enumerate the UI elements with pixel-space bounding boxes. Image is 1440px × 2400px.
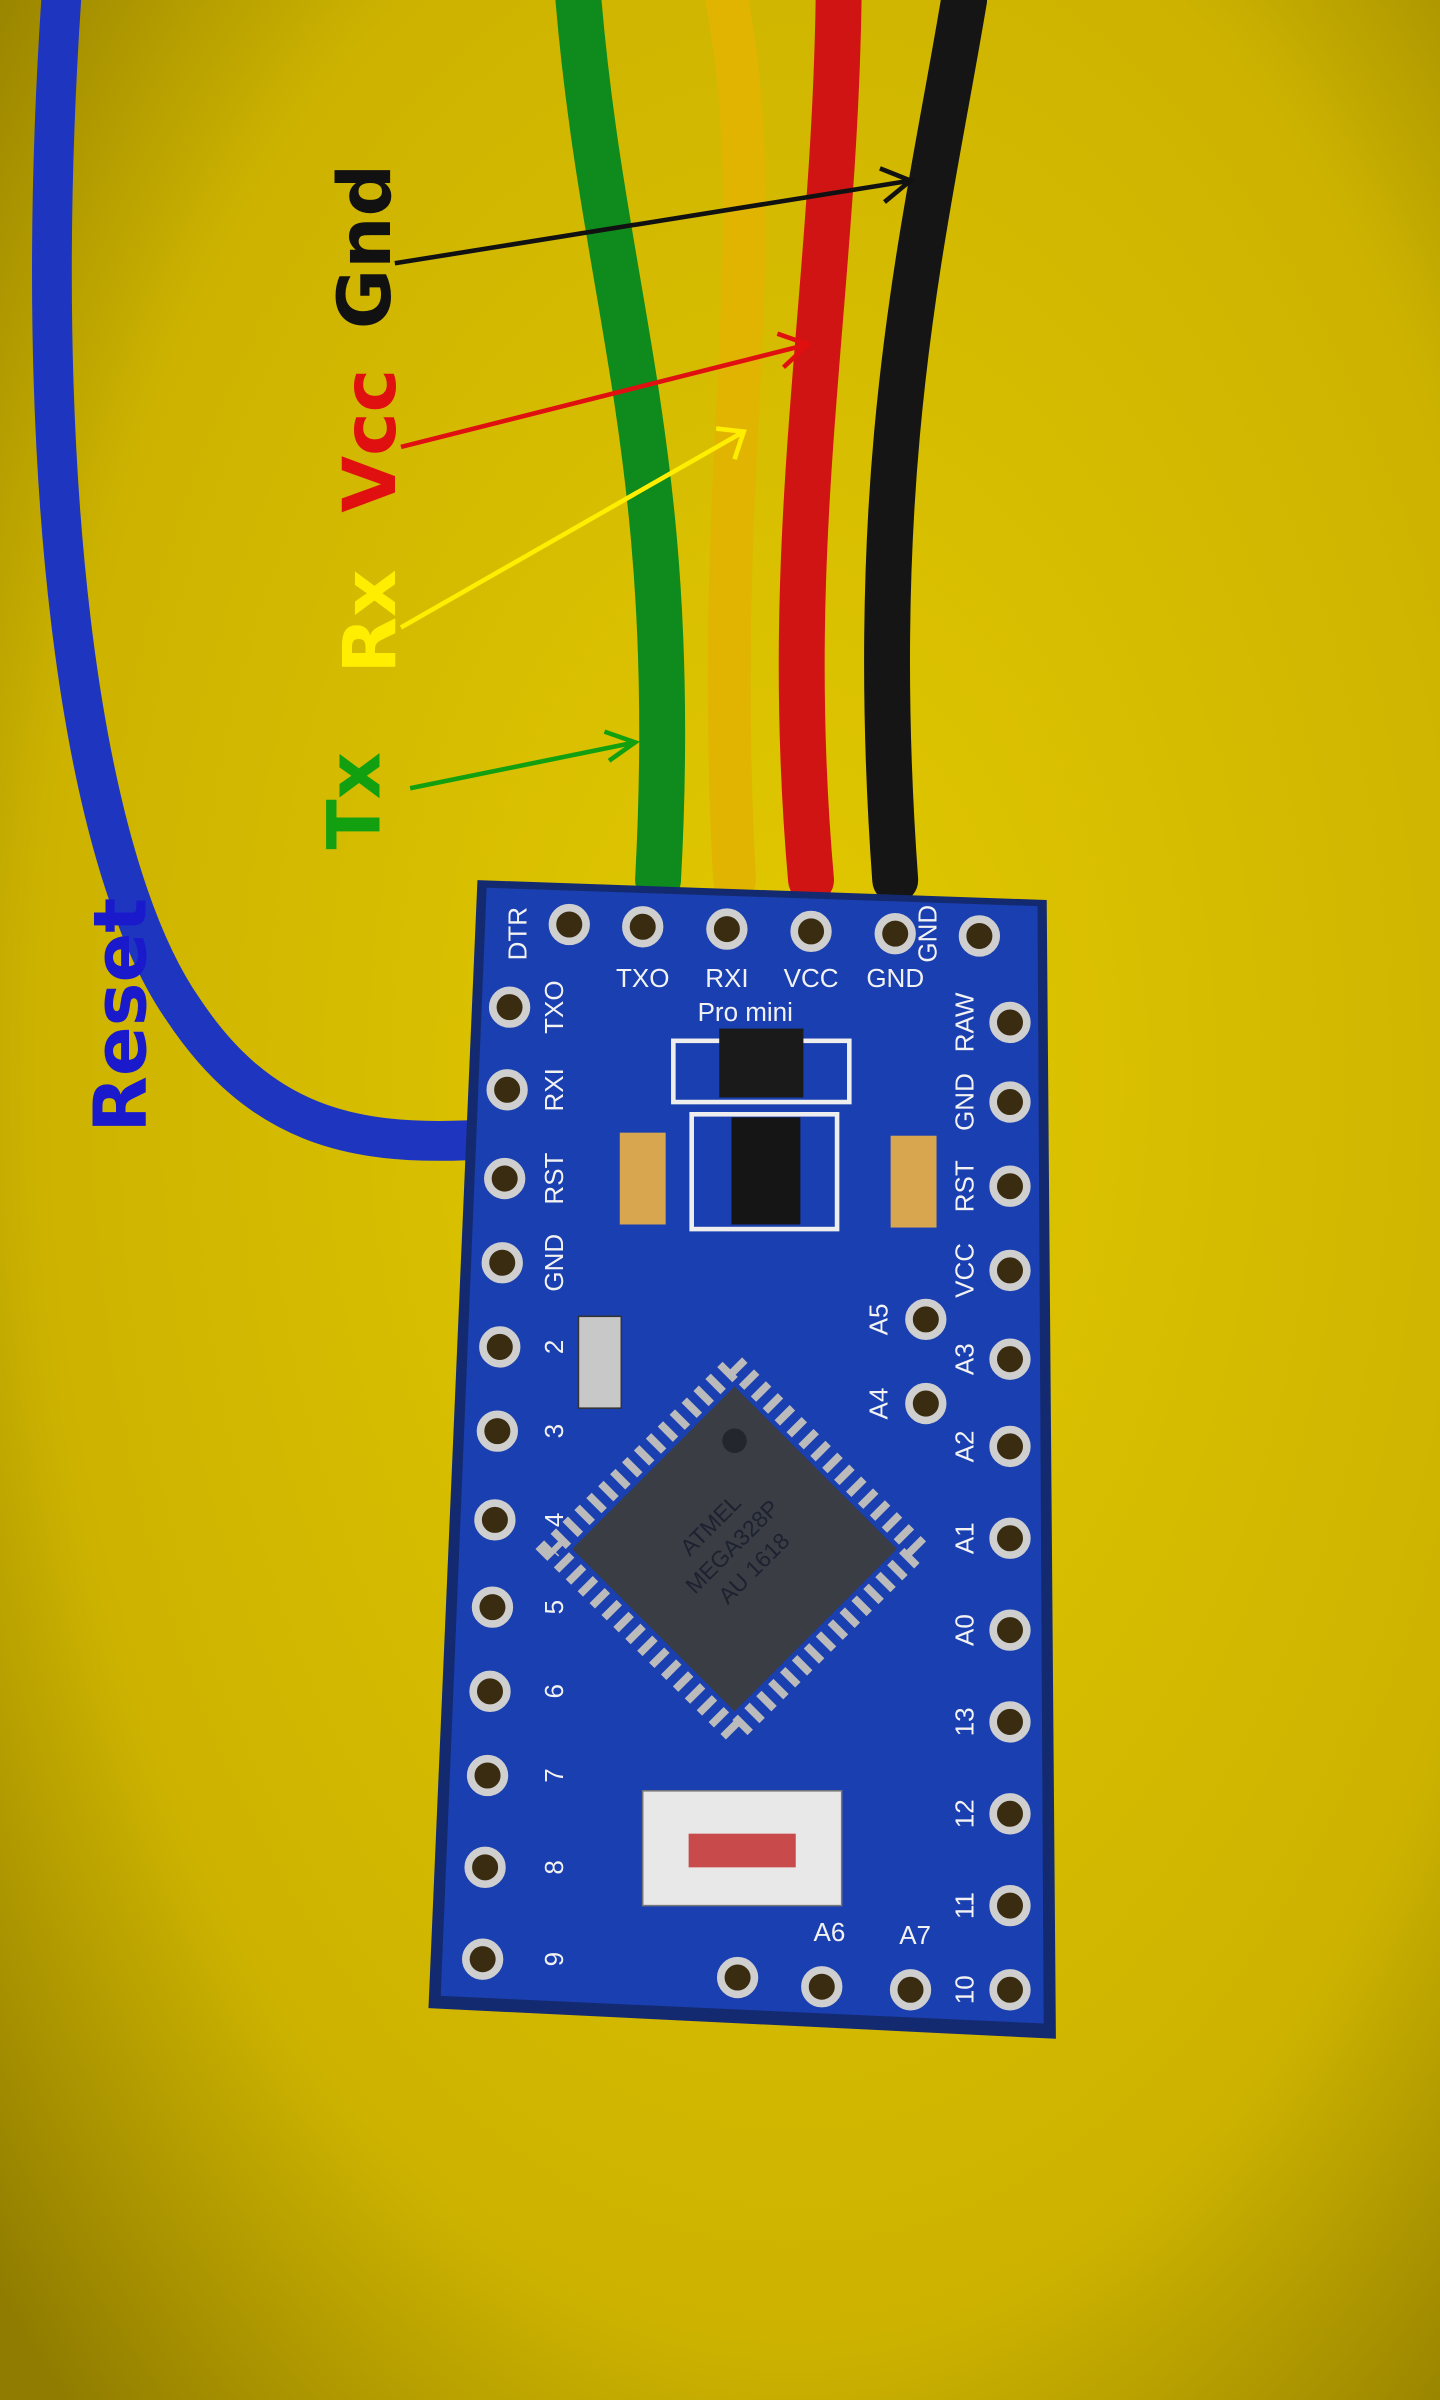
top-3-pin [790,910,832,953]
right-10-pin [989,1884,1031,1927]
right-1-pin [989,1081,1031,1123]
a5-pin-label: A5 [864,1303,894,1335]
tantalum-cap [619,1132,666,1225]
right-7-pin-label: A0 [949,1614,979,1646]
a6-pin [801,1966,843,2008]
blue-reset-wire [32,0,487,1161]
right-8-pin-label: 13 [949,1707,979,1736]
right-8-pin [989,1701,1031,1743]
top-2-pin-label: RXI [705,963,748,993]
a4-pin [905,1382,947,1425]
tx-label: Tx [313,752,398,849]
reset-label: Reset [78,898,163,1133]
tantalum-cap [890,1135,937,1228]
left-1-pin [486,1069,528,1111]
top-3-pin-label: VCC [784,963,839,993]
right-0-pin-label: RAW [949,992,979,1052]
a7-pin [889,1969,932,2011]
top-5-pin [958,915,1001,957]
a5-pin [905,1298,947,1341]
top-0-pin-label: DTR [502,907,532,960]
left-4-pin [479,1326,521,1368]
left-7-pin-label: 5 [539,1600,569,1614]
ic-small [689,1111,840,1232]
left-0-pin [488,986,531,1028]
top-2-pin [706,908,748,950]
tx-arrow [409,729,641,791]
left-6-pin [474,1499,516,1541]
right-0-pin [989,1001,1031,1044]
right-11-pin [989,1969,1031,2011]
crystal [577,1315,623,1409]
right-2-pin [989,1165,1031,1207]
left-6-pin-label: 4 [539,1513,569,1527]
left-2-pin [484,1157,526,1200]
wires [32,0,988,1161]
left-10-pin-label: 8 [539,1860,569,1874]
a7-pin-label: A7 [899,1920,931,1950]
gnd-label: Gnd [323,164,408,329]
rx-label: Rx [328,570,413,674]
annotation-arrows [394,166,915,791]
right-1-pin-label: GND [949,1073,979,1131]
a6-pin-label: A6 [814,1917,846,1947]
left-8-pin [469,1670,511,1712]
right-9-pin [989,1793,1031,1835]
left-2-pin-label: RST [539,1152,569,1204]
vcc-label: Vcc [328,369,413,513]
right-3-pin-label: VCC [949,1243,979,1298]
left-11-pin-label: 9 [539,1952,569,1966]
left-8-pin-label: 6 [539,1684,569,1698]
left-5-pin [476,1410,519,1452]
right-5-pin [989,1425,1031,1468]
left-11-pin [461,1938,504,1980]
right-11-pin-label: 10 [949,1975,979,2004]
left-1-pin-label: RXI [539,1068,569,1111]
left-4-pin-label: 2 [539,1340,569,1354]
top-4-pin-label: GND [866,963,924,993]
vcc-arrow [400,331,813,450]
top-0-pin [548,903,590,946]
top-1-pin-label: TXO [616,963,669,993]
left-9-pin [466,1754,509,1797]
right-5-pin-label: A2 [949,1431,979,1463]
right-6-pin-label: A1 [949,1522,979,1554]
top-1-pin [622,906,664,948]
reset-button[interactable] [641,1790,843,1907]
left-10-pin [464,1846,506,1889]
rx-arrow [399,426,747,630]
left-0-pin-label: TXO [539,980,569,1033]
a4-pin-label: A4 [864,1388,894,1420]
right-10-pin-label: 11 [949,1892,979,1919]
gnd-arrow [394,166,915,266]
right-4-pin-label: A3 [949,1343,979,1375]
extra-pin [716,1956,759,1999]
left-7-pin [471,1586,514,1628]
right-6-pin [989,1517,1031,1559]
right-9-pin-label: 12 [949,1799,979,1828]
left-9-pin-label: 7 [539,1768,569,1782]
top-4-pin [874,913,916,955]
black-gnd-wire [864,0,988,904]
right-7-pin [989,1609,1031,1651]
green-tx-wire [555,0,686,904]
board-name: Pro mini [698,997,793,1027]
left-3-pin [481,1242,523,1284]
right-4-pin [989,1338,1031,1380]
top-5-pin-label: GND [913,905,943,963]
yellow-rx-wire [705,0,766,902]
right-2-pin-label: RST [949,1160,979,1212]
left-3-pin-label: GND [539,1234,569,1292]
right-3-pin [989,1249,1031,1292]
left-5-pin-label: 3 [539,1424,569,1438]
red-vcc-wire [778,0,862,904]
